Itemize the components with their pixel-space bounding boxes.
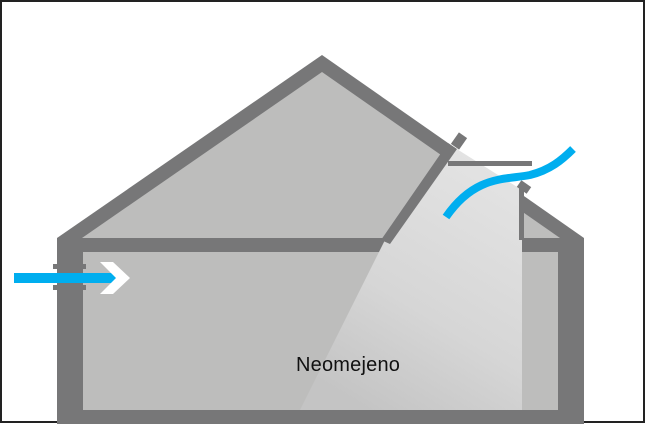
room-label: Neomejeno	[296, 354, 401, 376]
skylight-lid	[448, 161, 532, 166]
skylight-tube-side	[519, 188, 524, 240]
skylight-cap-left	[450, 132, 468, 150]
skylight-light-beam	[300, 146, 522, 410]
air-inlet-arrow-icon	[14, 273, 116, 283]
vent-cap-bottom	[53, 285, 86, 290]
chevron-right-icon	[100, 262, 130, 294]
skylight-tube-edge	[381, 143, 457, 244]
vent-cap-top	[53, 264, 86, 269]
air-outlet-curve-icon	[442, 146, 576, 220]
skylight-cap-right	[516, 180, 532, 194]
